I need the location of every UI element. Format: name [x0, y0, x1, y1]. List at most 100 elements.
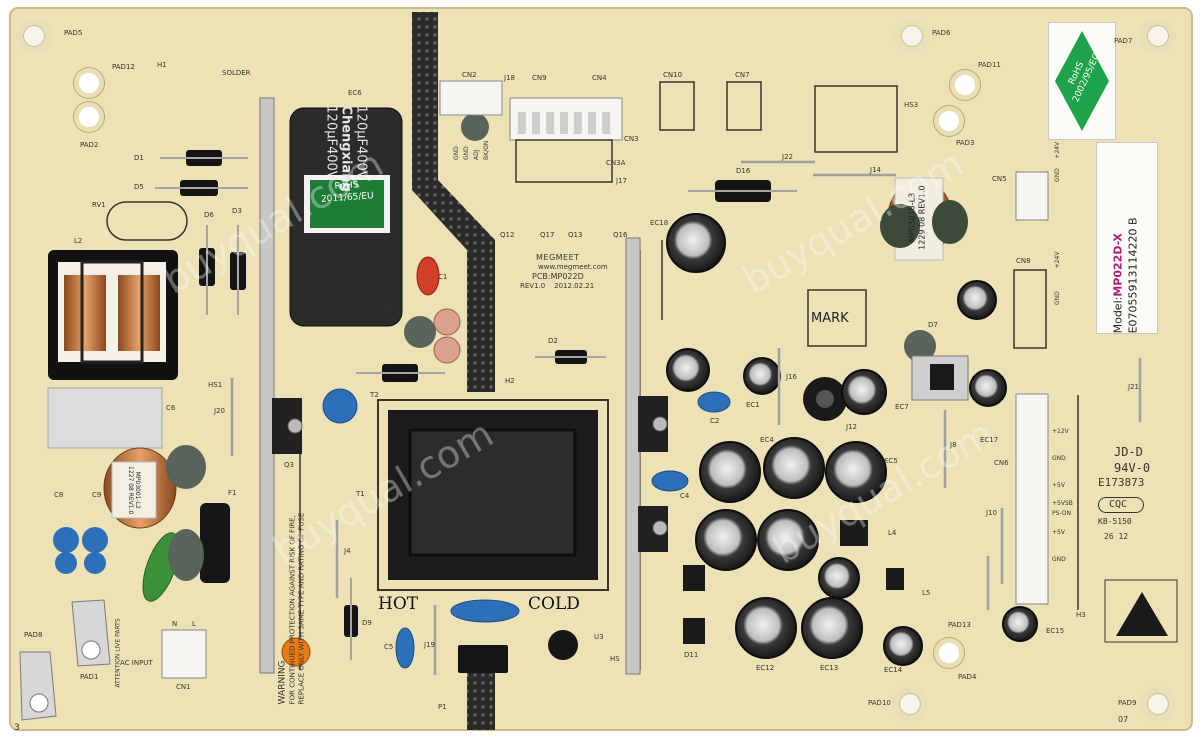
refdes-ec15: EC15 — [1046, 627, 1065, 635]
pad-label: PAD5 — [64, 29, 83, 37]
flame-rating: 94V-0 — [1114, 461, 1151, 476]
solder-label: SOLDER — [222, 69, 251, 77]
mounting-hole-pad12 — [74, 68, 104, 98]
refdes-j12: J12 — [846, 423, 857, 431]
pad-label: PAD13 — [948, 621, 971, 629]
refdes-j10: J10 — [986, 509, 997, 517]
refdes-c1: C1 — [438, 273, 448, 281]
refdes-cn6: CN6 — [994, 459, 1009, 467]
refdes-d5: D5 — [134, 183, 144, 191]
refdes-cn7: CN7 — [735, 71, 750, 79]
cn6-pin: +5V — [1052, 482, 1065, 489]
refdes-p1: P1 — [438, 703, 447, 711]
refdes-ec13: EC13 — [820, 664, 839, 672]
refdes-rv1: RV1 — [92, 201, 106, 209]
refdes-ec17: EC17 — [980, 436, 999, 444]
ul-file-number: E173873 — [1098, 476, 1145, 490]
refdes-ec7: EC7 — [895, 403, 909, 411]
cn8-24v: +24V — [1054, 251, 1061, 269]
mounting-hole-pad10 — [892, 686, 928, 722]
cn6-pin: +5VSB — [1052, 500, 1073, 507]
cqc-mark: CQC — [1098, 497, 1144, 513]
ac-input-label: AC INPUT — [120, 659, 153, 667]
refdes-c8: C8 — [54, 491, 64, 499]
refdes-cn8: CN8 — [1016, 257, 1031, 265]
mounting-hole-pad11 — [950, 70, 980, 100]
refdes-cn3a: CN3A — [606, 159, 626, 167]
rohs-badge: RoHS 2002/95/EC — [1048, 22, 1116, 140]
filter-label-line1: MP03001-L2 — [134, 471, 142, 509]
pad-label: PAD6 — [932, 29, 951, 37]
refdes-ec12: EC12 — [756, 664, 775, 672]
refdes-cn3: CN3 — [624, 135, 639, 143]
brand-block: MEGMEET www.megmeet.com PCB:MP022D REV1.… — [520, 253, 640, 291]
pad-label: PAD11 — [978, 61, 1001, 69]
model-number: MP022D-X — [1111, 233, 1125, 297]
refdes-hs: HS — [610, 655, 620, 663]
cn6-pin: +12V — [1052, 428, 1069, 435]
cn5-24v: +24V — [1054, 141, 1061, 159]
cn9-pin-labels: GND GND ADJ BK/ON — [452, 90, 492, 160]
refdes-cn10: CN10 — [663, 71, 683, 79]
refdes-hs3: HS3 — [904, 101, 919, 109]
refdes-l5: L5 — [922, 589, 931, 597]
pad-label: PAD10 — [868, 699, 891, 707]
week-code: 26 12 — [1104, 531, 1129, 541]
refdes-d11: D11 — [684, 651, 699, 659]
model-label: Model:MP022D-X E07055913114220 B — [1096, 142, 1158, 334]
mounting-hole-pad3 — [934, 106, 964, 136]
refdes-j21: J21 — [1128, 383, 1139, 391]
refdes-h1: H1 — [157, 61, 167, 69]
refdes-j18: J18 — [504, 74, 515, 82]
refdes-t1: T1 — [356, 490, 365, 498]
pad-label: PAD1 — [80, 673, 99, 681]
capacitor-rating-b: 120µF400V — [323, 105, 339, 180]
cn9-pin: ADJ — [473, 149, 480, 161]
refdes-q17: Q17 — [540, 231, 555, 239]
refdes-u3: U3 — [594, 633, 604, 641]
refdes-j19: J19 — [424, 641, 435, 649]
refdes-ec6: EC6 — [348, 89, 362, 97]
model-prefix: Model: — [1111, 296, 1125, 334]
refdes-cn9: CN9 — [532, 74, 547, 82]
pad-label: PAD3 — [956, 139, 975, 147]
cn5-gnd: GND — [1054, 168, 1061, 182]
pad-label: PAD8 — [24, 631, 43, 639]
cold-label: COLD — [528, 594, 580, 614]
jd-mark: JD-D — [1114, 445, 1143, 459]
refdes-d2: D2 — [548, 337, 558, 345]
refdes-q3: Q3 — [284, 461, 294, 469]
corner-mark-bl: 3 — [14, 723, 20, 733]
mark-box-label: MARK — [811, 311, 849, 326]
mounting-hole-pad2 — [74, 102, 104, 132]
mounting-hole-pad5 — [16, 18, 52, 54]
refdes-ec5: EC5 — [884, 457, 898, 465]
refdes-d16: D16 — [736, 167, 751, 175]
refdes-j22: J22 — [782, 153, 793, 161]
refdes-cn5: CN5 — [992, 175, 1007, 183]
refdes-q12: Q12 — [500, 231, 515, 239]
cn8-gnd: GND — [1054, 291, 1061, 305]
mounting-hole-pad7 — [1140, 18, 1176, 54]
refdes-d6: D6 — [204, 211, 214, 219]
refdes-ec18: EC18 — [650, 219, 669, 227]
refdes-j20: J20 — [214, 407, 225, 415]
pcb-id: PCB:MP022D — [532, 271, 584, 281]
refdes-l2: L2 — [74, 237, 83, 245]
refdes-j14: J14 — [870, 166, 881, 174]
refdes-j16: J16 — [786, 373, 797, 381]
refdes-j17: J17 — [616, 177, 627, 185]
refdes-d9: D9 — [362, 619, 372, 627]
pcb-revision: REV1.0 — [520, 281, 546, 290]
pad-label: PAD4 — [958, 673, 977, 681]
refdes-h2: H2 — [505, 377, 515, 385]
serial-number: E07055913114220 — [1127, 228, 1140, 334]
refdes-ec1: EC1 — [746, 401, 760, 409]
cn6-pin: PS-ON — [1052, 510, 1071, 517]
cn9-pin: GND — [463, 146, 470, 160]
cn1-pin-n: N — [172, 620, 178, 628]
pcb-date: 2012.02.21 — [554, 281, 595, 290]
refdes-j8: J8 — [950, 441, 957, 449]
refdes-c5: C5 — [384, 643, 394, 651]
